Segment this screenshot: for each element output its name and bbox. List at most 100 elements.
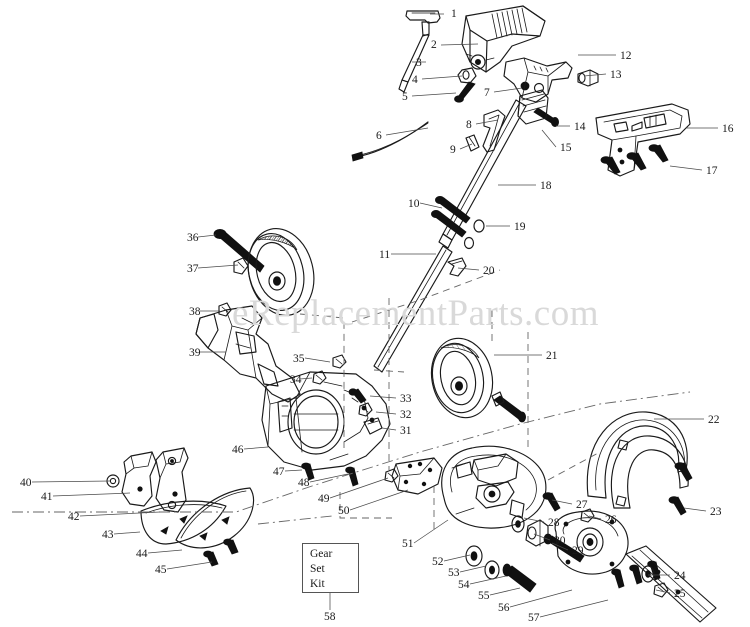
part-6-cable	[351, 121, 429, 162]
leader-line-49	[329, 477, 389, 499]
callout-39: 39	[189, 347, 201, 359]
callout-27: 27	[576, 499, 588, 511]
part-1-t-handle	[405, 10, 441, 37]
leader-line-51	[413, 519, 449, 544]
callout-24: 24	[674, 570, 686, 582]
leader-line-13	[583, 73, 607, 77]
part-22-fender	[586, 411, 688, 499]
callout-17: 17	[706, 165, 718, 177]
part-27-screw	[542, 492, 561, 512]
callout-51: 51	[402, 538, 414, 550]
leader-line-36	[197, 234, 217, 238]
part-upper-wheel	[247, 228, 315, 316]
callout-54: 54	[458, 579, 470, 591]
leader-line-17	[669, 165, 703, 171]
callout-21: 21	[546, 350, 558, 362]
leader-line-23	[683, 507, 707, 512]
callout-15: 15	[560, 142, 572, 154]
callout-28: 28	[548, 517, 560, 529]
leader-line-29	[551, 542, 569, 551]
callout-34: 34	[290, 374, 302, 386]
callout-8: 8	[466, 119, 472, 131]
callout-58: 58	[324, 611, 336, 623]
callout-12: 12	[620, 50, 632, 62]
gear-set-kit-box: Gear Set Kit	[302, 543, 359, 593]
callout-20: 20	[483, 265, 495, 277]
part-48-screw	[345, 466, 359, 487]
callout-5: 5	[402, 91, 408, 103]
kit-line-1: Gear	[310, 548, 333, 560]
callout-2: 2	[431, 39, 437, 51]
part-55-gearbox-cover	[554, 510, 629, 575]
leader-line-9	[459, 143, 473, 150]
leader-line-41	[52, 492, 131, 497]
part-36-bolt	[213, 228, 265, 273]
part-34-nut	[312, 370, 327, 385]
callout-7: 7	[484, 87, 490, 99]
part-51-transmission-housing	[441, 445, 547, 529]
callout-25: 25	[674, 588, 686, 600]
callout-53: 53	[448, 567, 460, 579]
callout-56: 56	[498, 602, 510, 614]
leader-line-35	[304, 357, 331, 363]
callout-22: 22	[708, 414, 720, 426]
leader-line-15	[541, 129, 557, 148]
callout-47: 47	[273, 466, 285, 478]
leader-line-10	[419, 202, 443, 209]
callout-14: 14	[574, 121, 586, 133]
part-28-washer	[511, 515, 525, 533]
part-53-washer	[484, 560, 500, 580]
callout-31: 31	[400, 425, 412, 437]
part-12-lever	[503, 57, 573, 103]
leader-line-34	[299, 377, 313, 380]
callout-44: 44	[136, 548, 148, 560]
callout-6: 6	[376, 130, 382, 142]
part-33-screw	[348, 388, 367, 404]
part-15-clamp-block	[517, 89, 549, 125]
leader-line-45	[166, 561, 213, 570]
part-17-screws	[600, 144, 669, 175]
callout-52: 52	[432, 556, 444, 568]
callout-40: 40	[20, 477, 32, 489]
callout-3: 3	[416, 57, 422, 69]
callout-49: 49	[318, 493, 330, 505]
callout-19: 19	[514, 221, 526, 233]
callout-35: 35	[293, 353, 305, 365]
part-49-nut	[384, 468, 399, 483]
part-group-linkage	[503, 57, 599, 128]
leader-line-5	[411, 92, 457, 97]
callout-57: 57	[528, 612, 540, 624]
part-10-bolts	[430, 195, 471, 238]
callout-38: 38	[189, 306, 201, 318]
leader-line-46	[243, 446, 269, 450]
leader-line-28	[523, 517, 545, 523]
leader-line-40	[31, 480, 111, 483]
leader-line-25	[655, 589, 671, 594]
part-23-screws	[668, 462, 693, 516]
leader-line-43	[113, 531, 141, 535]
callout-4: 4	[412, 74, 418, 86]
part-52-washer	[465, 545, 483, 567]
part-26-nut	[580, 508, 595, 523]
callout-55: 55	[478, 590, 490, 602]
callout-29: 29	[572, 545, 584, 557]
part-47-screw	[301, 462, 315, 481]
leader-line-52	[443, 554, 471, 562]
watermark: eReplacementParts.com	[232, 293, 600, 334]
part-13-connector	[577, 69, 599, 87]
part-20-hook-clip	[447, 257, 467, 277]
part-21-wheel	[430, 337, 527, 423]
kit-line-3: Kit	[310, 578, 325, 590]
callout-36: 36	[187, 232, 199, 244]
callout-48: 48	[298, 477, 310, 489]
leader-line-55	[489, 587, 521, 596]
part-54-bolt	[502, 563, 537, 593]
leader-line-2	[440, 43, 479, 46]
callout-43: 43	[102, 529, 114, 541]
leader-line-8	[475, 119, 499, 125]
part-inner-fender	[610, 435, 689, 509]
part-8-clip	[482, 109, 506, 153]
assembly-guides	[12, 269, 691, 532]
leader-line-31	[381, 427, 397, 431]
